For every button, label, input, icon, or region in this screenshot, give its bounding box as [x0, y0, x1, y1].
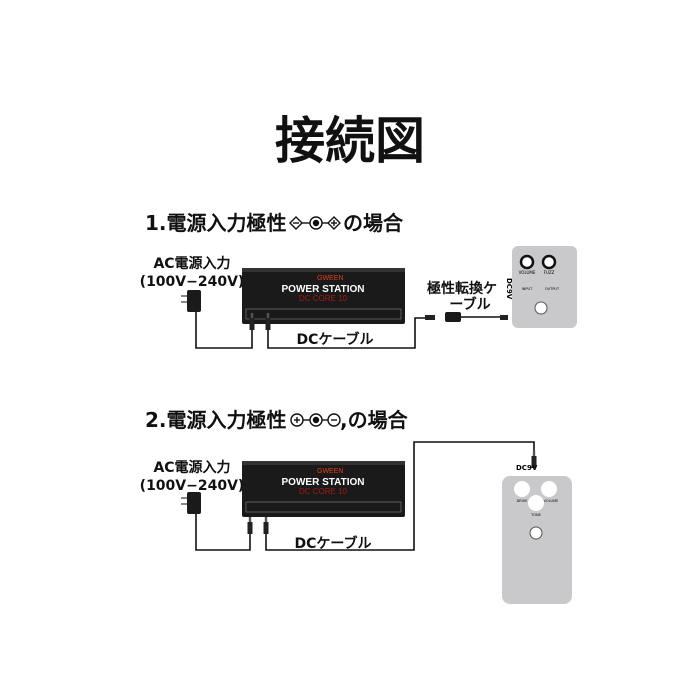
power-station-name: POWER STATION — [282, 284, 365, 295]
power-station: GWEEN POWER STATION DC CORE 10 — [241, 460, 406, 518]
power-station-brand: GWEEN — [317, 468, 343, 475]
dc-plug-icon — [247, 517, 253, 534]
knob-label: FUZZ — [544, 270, 555, 275]
polarity-center-positive-icon — [290, 413, 341, 427]
knob-label: VOLUME — [519, 270, 536, 275]
ac-input-range: (100V−240V) — [140, 274, 245, 290]
power-station-model: DC CORE 10 — [299, 487, 348, 496]
section-1-heading: 1.電源入力極性 — [145, 211, 287, 235]
knob-label: DRIVE — [517, 499, 528, 503]
polarity-converter-cable — [425, 312, 508, 322]
knob-label: TONE — [530, 513, 541, 517]
converter-cable-label: 極性転換ケ — [427, 280, 497, 297]
dc-plug-icon — [263, 517, 269, 534]
pedal-dc-label: DC9V — [516, 464, 538, 472]
power-station-brand: GWEEN — [317, 275, 343, 282]
section-1-heading-suffix: の場合 — [343, 211, 404, 235]
ac-adapter-icon — [180, 491, 202, 515]
section-1: 1.電源入力極性 の場合 AC電源入力 (100V−240V) GWEEN PO… — [140, 211, 577, 349]
knob-label: VOLUME — [544, 499, 559, 503]
power-station-name: POWER STATION — [282, 477, 365, 488]
section-2-heading: 2.電源入力極性 — [145, 408, 287, 432]
pedal-dc-label: DC9V — [505, 278, 513, 300]
ac-input-range: (100V−240V) — [140, 478, 245, 494]
converter-cable-label-2: ーブル — [449, 296, 490, 313]
ac-adapter-icon — [180, 289, 202, 313]
dc-cable-label: DCケーブル — [294, 535, 371, 552]
polarity-center-negative-icon — [289, 216, 341, 230]
jack-label: OUTPUT — [545, 287, 560, 291]
page-title: 接続図 — [275, 112, 425, 170]
power-station-model: DC CORE 10 — [299, 294, 348, 303]
section-2-heading-suffix: ,の場合 — [340, 408, 409, 432]
overdrive-pedal: DRIVE VOLUME TONE — [502, 476, 572, 604]
section-2: 2.電源入力極性 ,の場合 AC電源入力 (100V−240V) GWEEN P… — [140, 408, 572, 604]
ac-input-label: AC電源入力 — [153, 459, 230, 476]
dc-cable-label: DCケーブル — [296, 331, 373, 348]
ac-input-label: AC電源入力 — [153, 255, 230, 272]
power-station: GWEEN POWER STATION DC CORE 10 — [241, 267, 406, 325]
fuzz-pedal: VOLUME FUZZ INPUT OUTPUT DC9V — [505, 246, 577, 328]
jack-label: INPUT — [522, 287, 533, 291]
